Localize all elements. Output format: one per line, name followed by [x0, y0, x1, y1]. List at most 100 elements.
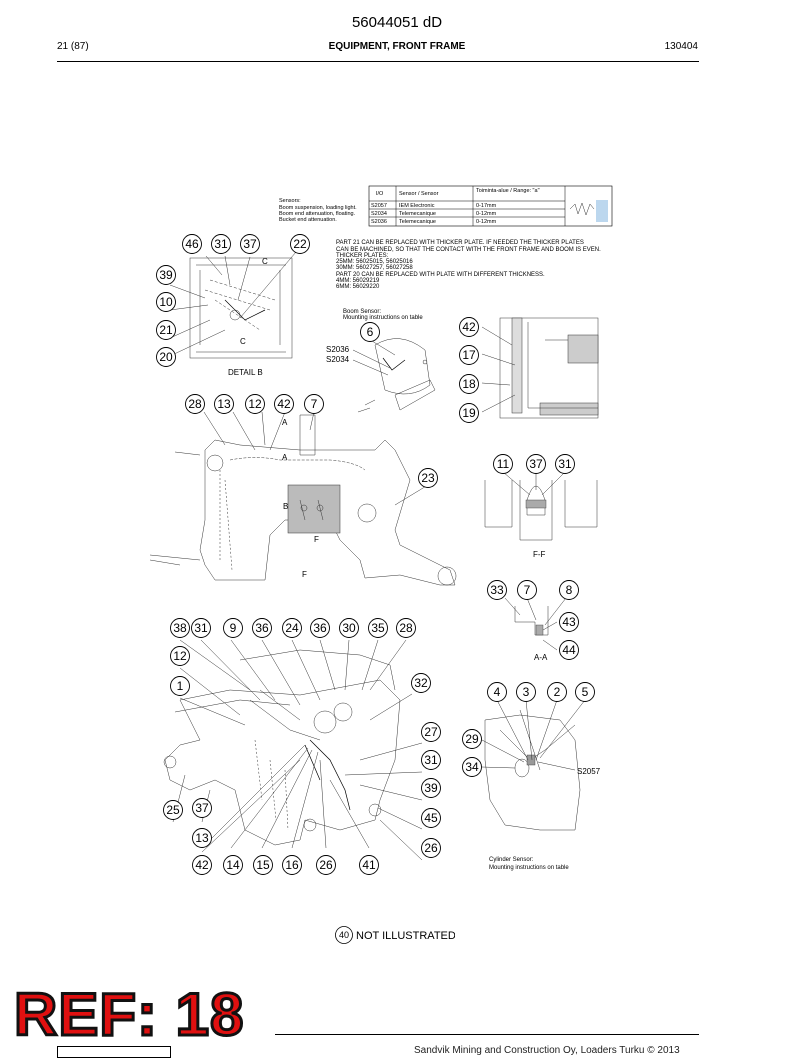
- cylinder-sensor-label: Mounting instructions on table: [489, 865, 569, 871]
- callout-number: 27: [424, 725, 438, 739]
- callout-number: 2: [554, 685, 561, 699]
- callout-balloon: 5: [575, 682, 595, 702]
- callout-number: 25: [166, 803, 180, 817]
- callout-balloon: 31: [421, 750, 441, 770]
- callout-number: 42: [462, 320, 476, 334]
- callout-balloon: 46: [182, 234, 202, 254]
- footer-divider: [275, 1034, 699, 1035]
- callout-balloon: 32: [411, 673, 431, 693]
- callout-number: 37: [195, 801, 209, 815]
- callout-number: 1: [177, 679, 184, 693]
- callout-number: 36: [255, 621, 269, 635]
- callout-balloon: 39: [421, 778, 441, 798]
- callout-balloon: 8: [559, 580, 579, 600]
- callout-number: 37: [243, 237, 257, 251]
- callout-balloon: 14: [223, 855, 243, 875]
- table-cell: 0-17mm: [476, 203, 497, 209]
- main-assembly-drawing: [163, 639, 423, 861]
- callout-number: 31: [424, 753, 438, 767]
- section-marker: F: [302, 570, 307, 579]
- callout-balloon: 34: [462, 757, 482, 777]
- table-cell: S2036: [371, 219, 387, 225]
- callout-number: 26: [424, 841, 438, 855]
- callout-balloon: 24: [282, 618, 302, 638]
- callout-number: 16: [285, 858, 299, 872]
- table-header: Toiminta-alue / Range: "a": [476, 188, 540, 194]
- callout-number: 40: [339, 930, 349, 940]
- callout-balloon: 4: [487, 682, 507, 702]
- section-aa-label: A-A: [534, 653, 548, 662]
- section-title: EQUIPMENT, FRONT FRAME: [328, 41, 466, 52]
- callout-number: 36: [313, 621, 327, 635]
- table-cell: Telemecanique: [399, 219, 436, 225]
- callout-balloon: 33: [487, 580, 507, 600]
- document-number: 56044051 dD: [351, 14, 443, 31]
- callout-number: 42: [277, 397, 291, 411]
- section-marker: C: [262, 257, 268, 266]
- callout-number: 41: [362, 858, 376, 872]
- callout-number: 18: [462, 377, 476, 391]
- section-detail-drawing: [481, 317, 599, 419]
- callout-number: 28: [399, 621, 413, 635]
- section-ff-drawing: F-F: [484, 471, 598, 559]
- callout-balloon: 31: [211, 234, 231, 254]
- header-divider: [57, 61, 699, 62]
- note-line: 25MM: 56025015, 56025016: [336, 259, 413, 265]
- not-illustrated-note: 40 NOT ILLUSTRATED: [335, 925, 456, 952]
- parts-drawing: Sensors: Boom suspension, loading light.…: [149, 185, 613, 875]
- boom-sensor-label: Boom Sensor:: [343, 309, 381, 315]
- note-line: PART 21 CAN BE REPLACED WITH THICKER PLA…: [336, 240, 584, 246]
- table-header: I/O: [376, 191, 384, 197]
- note-line: 4MM: 56029219: [336, 278, 380, 284]
- callout-number: 22: [293, 237, 307, 251]
- table-cell: Telemecanique: [399, 211, 436, 217]
- note-line: THICKER PLATES:: [336, 253, 389, 259]
- detail-b-drawing: DETAIL B C C: [169, 251, 297, 377]
- date-code: 130404: [664, 41, 698, 52]
- callout-balloon: 20: [156, 347, 176, 367]
- callout-balloon: 38: [170, 618, 190, 638]
- callout-balloon: 18: [459, 374, 479, 394]
- not-illustrated-graphic: 40 NOT ILLUSTRATED: [335, 926, 456, 944]
- callout-balloon: 11: [493, 454, 513, 474]
- callout-balloon: 2: [547, 682, 567, 702]
- callout-balloon: 42: [459, 317, 479, 337]
- sensors-note-line: Bucket end attenuation.: [279, 217, 337, 223]
- callout-number: 23: [421, 471, 435, 485]
- callout-balloon: 15: [253, 855, 273, 875]
- callout-number: 45: [424, 811, 438, 825]
- callout-number: 32: [414, 676, 428, 690]
- callout-number: 13: [195, 831, 209, 845]
- table-cell: S2034: [371, 211, 387, 217]
- callout-number: 21: [159, 323, 173, 337]
- callout-balloon: 16: [282, 855, 302, 875]
- note-line: 30MM: 56027257, 56027258: [336, 265, 413, 271]
- callout-balloon: 6: [360, 322, 380, 342]
- callout-balloon: 9: [223, 618, 243, 638]
- callout-number: 20: [159, 350, 173, 364]
- callout-balloon: 12: [245, 394, 265, 414]
- callout-balloon: 25: [163, 800, 183, 820]
- front-frame-drawing: A A B F F: [149, 411, 457, 586]
- callout-number: 44: [562, 643, 576, 657]
- callout-balloon: 23: [418, 468, 438, 488]
- callout-balloon: 30: [339, 618, 359, 638]
- callout-balloon: 41: [359, 855, 379, 875]
- callout-balloon: 45: [421, 808, 441, 828]
- callout-balloon: 22: [290, 234, 310, 254]
- note-line: 6MM: 56029220: [336, 284, 380, 290]
- callout-balloon: 42: [192, 855, 212, 875]
- s2057-label: S2057: [577, 767, 601, 776]
- s2034-label: S2034: [326, 355, 350, 364]
- detail-b-label: DETAIL B: [228, 368, 263, 377]
- callout-number: 33: [490, 583, 504, 597]
- callout-number: 19: [462, 406, 476, 420]
- callout-number: 29: [465, 732, 479, 746]
- table-cell: S2057: [371, 203, 387, 209]
- callout-balloon: 44: [559, 640, 579, 660]
- callout-number: 12: [173, 649, 187, 663]
- callout-balloon: 31: [191, 618, 211, 638]
- callout-number: 13: [217, 397, 231, 411]
- sensor-sketch-icon: [569, 200, 608, 222]
- table-header: Sensor / Sensor: [399, 191, 439, 197]
